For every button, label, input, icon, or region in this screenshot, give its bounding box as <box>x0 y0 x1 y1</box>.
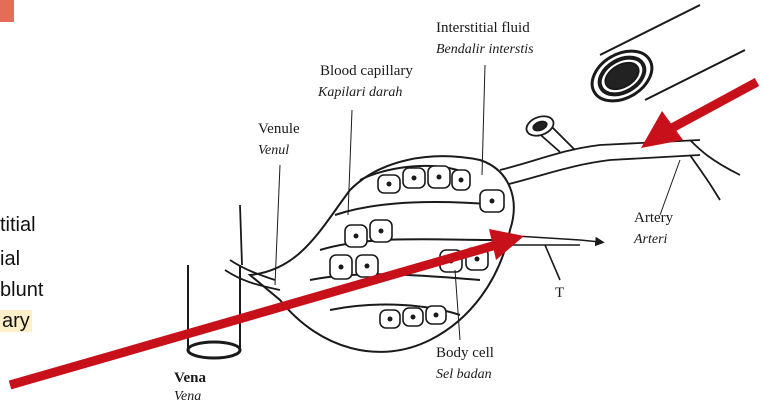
label-vena: Vena <box>174 370 206 386</box>
label-body-cell-ms: Sel badan <box>436 367 492 382</box>
label-artery: Artery <box>634 210 674 226</box>
label-t: T <box>555 285 564 301</box>
side-text-line-4: ary <box>0 308 32 334</box>
side-text-line-3: blunt <box>0 277 43 303</box>
red-arrow-artery <box>641 82 757 148</box>
label-venule-ms: Venul <box>258 143 289 158</box>
vena-tube <box>188 265 240 358</box>
artery-tube <box>583 5 745 111</box>
arteriole <box>500 113 740 200</box>
label-venule: Venule <box>258 121 300 137</box>
label-interstitial-fluid: Interstitial fluid <box>436 20 530 36</box>
side-text-line-2: ial <box>0 246 20 272</box>
side-text-line-1: titial <box>0 212 36 238</box>
label-artery-ms: Arteri <box>633 232 668 247</box>
label-vena-ms: Vena <box>174 389 201 404</box>
label-body-cell: Body cell <box>436 345 494 361</box>
label-blood-capillary-ms: Kapilari darah <box>317 85 402 100</box>
label-interstitial-fluid-ms: Bendalir interstis <box>436 42 534 57</box>
highlighted-term: ary <box>0 310 32 332</box>
label-blood-capillary: Blood capillary <box>320 63 413 79</box>
